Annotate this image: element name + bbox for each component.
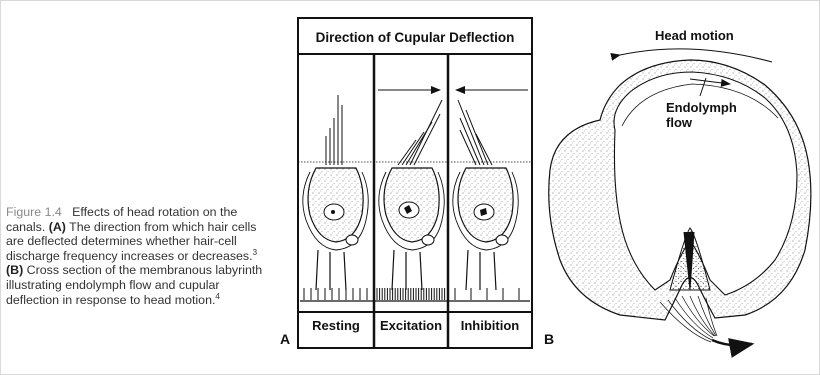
nerve-output-arrow <box>712 340 752 345</box>
hair-cell-inhibition <box>453 100 518 290</box>
panel-b-letter: B <box>544 331 554 347</box>
spike-trains <box>304 288 519 300</box>
column-label-resting: Resting <box>312 318 360 333</box>
column-label-excitation: Excitation <box>380 318 442 333</box>
panel-b: B Head motion Endolymph flow <box>544 28 811 347</box>
hair-cell-resting <box>303 95 368 290</box>
panel-a-letter: A <box>280 331 290 347</box>
hair-cell-excitation <box>379 100 444 290</box>
panel-a-header: Direction of Cupular Deflection <box>316 30 515 45</box>
panel-a: Direction of Cupular Deflection Resting … <box>280 18 532 348</box>
endolymph-label-line2: flow <box>666 115 693 130</box>
endolymph-label-line1: Endolymph <box>666 100 737 115</box>
head-motion-label: Head motion <box>655 28 734 43</box>
column-label-inhibition: Inhibition <box>461 318 520 333</box>
